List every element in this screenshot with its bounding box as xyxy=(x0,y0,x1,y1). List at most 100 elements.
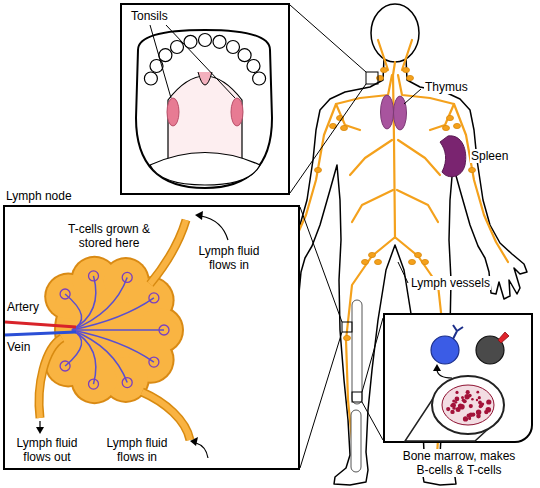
marrow-dot xyxy=(469,404,473,408)
marrow-dot xyxy=(485,411,488,414)
capillary-loop xyxy=(122,378,132,388)
part-label: T-cells grown & stored here xyxy=(58,222,160,250)
capillary xyxy=(72,277,127,330)
lymph-node-dot xyxy=(344,335,351,340)
node-outline xyxy=(44,256,184,404)
thymus-lobe xyxy=(381,95,394,129)
arrow-head xyxy=(195,211,203,220)
spleen-organ xyxy=(440,136,466,177)
node-body xyxy=(46,258,182,402)
marrow-dot xyxy=(463,416,468,421)
marrow-dot xyxy=(476,391,479,394)
b-cell xyxy=(431,336,459,364)
flow-arrow xyxy=(39,421,40,428)
lymph-vessel xyxy=(398,140,440,175)
zoom-line xyxy=(290,5,366,72)
lymph-vessel xyxy=(378,40,388,70)
capillary xyxy=(72,276,96,330)
lymph-node-dot xyxy=(375,259,382,264)
marrow-dot xyxy=(476,414,481,419)
teeth xyxy=(144,34,265,86)
femur-bone xyxy=(352,300,362,404)
arrow-head xyxy=(190,437,198,446)
lymph-vessel xyxy=(397,190,438,222)
zoom-line xyxy=(362,318,383,392)
flow-arrow xyxy=(196,443,208,458)
lymph-node-dot xyxy=(369,252,376,257)
artery-vessel xyxy=(5,322,76,327)
marrow-dot xyxy=(468,417,471,420)
capillary-loop xyxy=(60,289,70,299)
capillary xyxy=(65,330,82,366)
marrow-dot xyxy=(453,407,456,410)
tooth xyxy=(247,60,260,73)
capillary-loop xyxy=(159,325,169,335)
lymph-tube-edge xyxy=(39,338,62,418)
arrow-head xyxy=(36,427,44,434)
mouth-outline xyxy=(136,30,272,188)
lymph-vessel xyxy=(402,40,412,70)
lymph-node-dot xyxy=(443,125,450,130)
tooth xyxy=(199,34,212,47)
lymph-node-dot xyxy=(341,125,348,130)
marrow-dot xyxy=(446,407,450,411)
zoom-line xyxy=(290,84,366,193)
capillary xyxy=(72,330,96,384)
marrow-dot xyxy=(476,399,478,401)
tooth xyxy=(171,41,184,54)
thymus-lobe xyxy=(394,96,407,130)
zoom-square xyxy=(352,392,362,402)
lymph-node-dot xyxy=(454,123,461,128)
marrow-dot xyxy=(469,413,474,418)
leader-line xyxy=(404,89,421,104)
capillary-loop xyxy=(149,357,159,367)
tooth xyxy=(213,35,226,48)
tooth xyxy=(144,72,157,85)
marrow-dot xyxy=(486,399,491,404)
uvula xyxy=(198,72,212,85)
inset-panel: Bone marrow, makes B-cells & T-cells xyxy=(383,313,533,443)
tonsil xyxy=(167,98,179,126)
part-label: Lymph fluid flows out xyxy=(6,436,88,464)
bone-section xyxy=(432,376,504,434)
zoom-square xyxy=(342,322,352,332)
antibody xyxy=(453,325,463,339)
tooth xyxy=(238,49,251,62)
lymph-node-dot xyxy=(469,167,476,172)
part-label: Lymph fluid flows in xyxy=(192,244,266,272)
marrow-dots xyxy=(446,390,491,421)
zoom-line xyxy=(362,402,383,440)
panel-title: Bone marrow, makes B-cells & T-cells xyxy=(395,449,523,477)
capillary xyxy=(72,298,154,330)
panel-title: Tonsils xyxy=(130,9,169,23)
marrow-dot xyxy=(479,403,483,407)
flow-arrow xyxy=(201,216,228,240)
flow-arrow xyxy=(437,370,452,378)
part-label: Lymph fluid flows in xyxy=(100,436,174,464)
lymph-node-dot xyxy=(403,67,410,72)
marrow-dot xyxy=(455,391,458,394)
marrow-dot xyxy=(450,410,454,414)
lymph-node-dot xyxy=(409,259,416,264)
zoom-line xyxy=(300,332,342,468)
capillary-loop xyxy=(149,293,159,303)
node-capillaries xyxy=(60,271,169,389)
tibia-bone xyxy=(351,410,361,472)
marrow-section xyxy=(442,385,494,425)
lymph-node-dot xyxy=(315,167,322,172)
part-label: Spleen xyxy=(470,149,509,163)
tongue xyxy=(150,153,260,186)
marrow-dot xyxy=(455,401,458,404)
leader-line xyxy=(150,25,171,98)
inset-panel: Tonsils xyxy=(120,3,290,195)
tonsil xyxy=(231,98,243,126)
lymph-tube-edge xyxy=(142,392,190,440)
capillary-loop xyxy=(60,361,70,371)
lymph-tube xyxy=(39,338,62,418)
tooth xyxy=(227,41,240,54)
lymph-vessel xyxy=(350,140,392,175)
part-label: Artery xyxy=(6,300,40,314)
vein-vessel xyxy=(5,332,76,335)
marrow-dot xyxy=(455,397,460,402)
marrow-dot xyxy=(466,390,470,394)
